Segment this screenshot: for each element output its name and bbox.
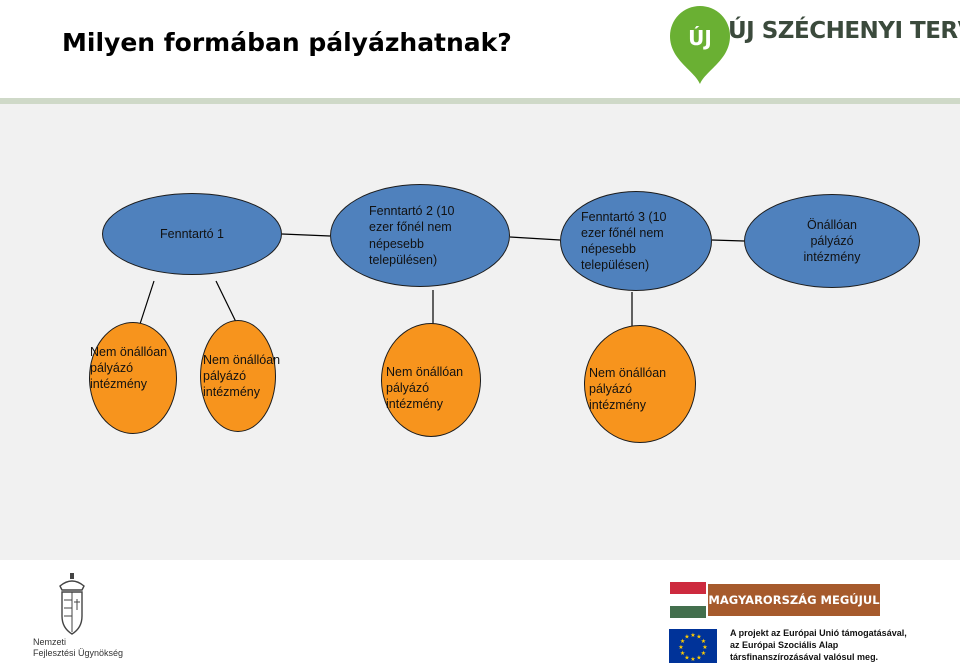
szechenyi-terv-logo: ÚJ <box>670 6 730 84</box>
node-line: pályázó <box>90 360 134 375</box>
node-nem-onalloan-2: Nem önállóan pályázó intézmény <box>200 320 280 432</box>
node-line: népesebb <box>369 236 424 251</box>
node-line: intézmény <box>803 250 861 265</box>
svg-text:★: ★ <box>701 650 706 657</box>
eu-line: A projekt az Európai Unió támogatásával, <box>730 628 907 638</box>
connector-line <box>281 233 331 237</box>
node-line: intézmény <box>203 385 260 400</box>
eu-funding-text: A projekt az Európai Unió támogatásával,… <box>730 628 907 664</box>
node-line: intézmény <box>386 397 443 412</box>
node-line: Nem önállóan <box>386 364 464 379</box>
eu-flag-icon: ★★★ ★★★ ★★★ ★★★ <box>669 629 717 663</box>
node-line: Fenntartó 3 (10 <box>581 209 667 224</box>
node-line: Nem önállóan <box>203 352 281 367</box>
node-onalloan-palyazo: Önállóan pályázó intézmény <box>744 194 920 288</box>
node-line: Fenntartó 2 (10 <box>369 204 455 218</box>
node-nem-onalloan-4: Nem önállóan pályázó intézmény <box>584 325 696 443</box>
node-fenntarto-2: Fenntartó 2 (10 ezer főnél nem népesebb … <box>330 184 510 287</box>
svg-text:★: ★ <box>680 638 685 645</box>
svg-text:★: ★ <box>684 654 689 661</box>
eu-line: társfinanszírozásával valósul meg. <box>730 651 879 662</box>
node-nem-onalloan-3: Nem önállóan pályázó intézmény <box>381 323 481 437</box>
header-divider <box>0 98 960 104</box>
hungarian-flag-icon <box>670 582 706 618</box>
svg-text:★: ★ <box>690 632 695 639</box>
svg-text:★: ★ <box>696 654 701 661</box>
node-line: ezer főnél nem <box>581 225 664 240</box>
nfu-line: Fejlesztési Ügynökség <box>33 648 124 659</box>
node-line: pályázó <box>386 380 430 395</box>
node-line: Nem önállóan <box>589 365 667 380</box>
svg-text:★: ★ <box>684 634 689 641</box>
svg-text:ÚJ: ÚJ <box>688 26 712 50</box>
node-fenntarto-3: Fenntartó 3 (10 ezer főnél nem népesebb … <box>560 191 712 291</box>
node-line: ezer főnél nem <box>369 220 452 235</box>
connector-line <box>509 236 561 241</box>
connector-line <box>215 280 237 323</box>
svg-text:★: ★ <box>690 656 695 663</box>
node-line: pályázó <box>810 233 854 248</box>
node-line: pályázó <box>203 368 247 383</box>
node-line: településen) <box>581 258 650 273</box>
node-line: Nem önállóan <box>90 344 168 359</box>
nfu-line: Nemzeti <box>33 637 67 647</box>
node-fenntarto-1: Fenntartó 1 <box>102 193 282 275</box>
node-line: népesebb <box>581 242 636 256</box>
magyarorszag-megujul-banner: MAGYARORSZÁG MEGÚJUL <box>708 584 880 616</box>
coat-of-arms-icon <box>59 573 85 635</box>
connector-line <box>139 280 155 325</box>
node-line: településen) <box>369 252 438 267</box>
svg-text:★: ★ <box>678 644 683 651</box>
nfu-logo-text: Nemzeti Fejlesztési Ügynökség <box>33 637 123 660</box>
node-line: intézmény <box>589 398 646 413</box>
svg-text:★: ★ <box>701 638 706 645</box>
slide-title: Milyen formában pályázhatnak? <box>62 28 512 57</box>
node-line: Önállóan <box>806 217 858 232</box>
svg-text:★: ★ <box>702 644 707 651</box>
connector-line <box>711 239 745 242</box>
diagram-panel <box>0 104 960 560</box>
eu-line: az Európai Szociális Alap <box>730 639 839 650</box>
node-nem-onalloan-1: Nem önállóan pályázó intézmény <box>89 322 177 434</box>
svg-text:★: ★ <box>696 634 701 641</box>
node-line: Fenntartó 1 <box>160 226 224 241</box>
svg-text:★: ★ <box>680 650 685 657</box>
szechenyi-terv-logo-text: ÚJ SZÉCHENYI TERV <box>728 18 960 44</box>
node-line: pályázó <box>589 381 633 396</box>
node-line: intézmény <box>90 377 147 392</box>
